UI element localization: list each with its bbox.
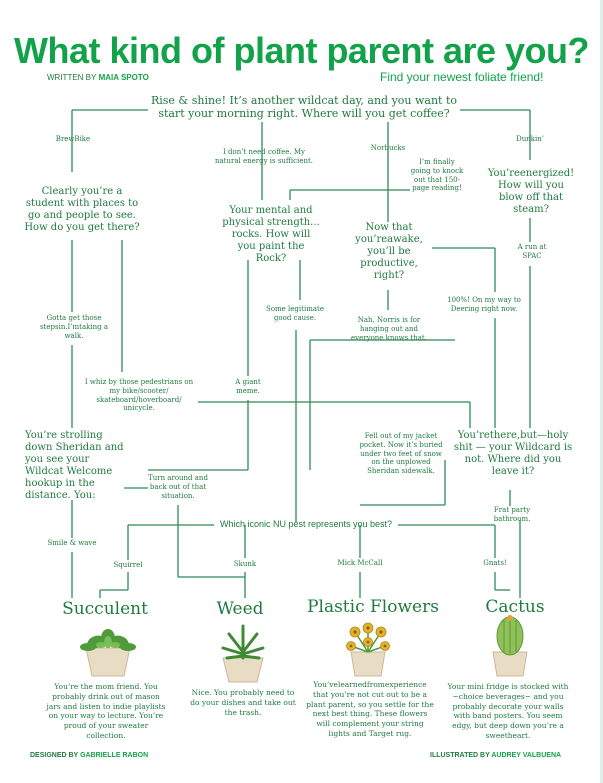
- result-plastic-flowers: Plastic Flowers: [307, 597, 439, 617]
- answer-finally: I’m finally going to knock out that 150-…: [410, 158, 464, 193]
- weed-illustration: [221, 624, 265, 683]
- answer-turn-around: Turn around and back out of that situati…: [148, 474, 208, 500]
- answer-jacket: Fell out of my jacket pocket. Now it’s b…: [359, 432, 443, 475]
- cactus-illustration: [492, 615, 528, 677]
- page-edge: [600, 0, 603, 783]
- question-awake: Now that you’reawake, you’ll be producti…: [355, 222, 423, 281]
- question-mental: Your mental and physical strength... roc…: [222, 205, 320, 264]
- plastic-flowers-illustration: [346, 622, 390, 677]
- written-by-name: MAIA SPOTO: [98, 73, 149, 82]
- result-weed: Weed: [216, 599, 264, 619]
- answer-frat: Frat party bathroom.: [493, 506, 531, 523]
- answer-norris: Nah, Norris is for hanging out and every…: [351, 316, 427, 342]
- pest-skunk: Skunk: [233, 560, 257, 568]
- question-pest: Which iconic NU pest represents you best…: [219, 519, 393, 529]
- desc-plastic-flowers: You’velearnedfromexperience that you’re …: [306, 680, 434, 738]
- answer-meme: A giant meme.: [235, 378, 261, 395]
- illustrated-by: ILLUSTRATED BY AUDREY VALBUENA: [430, 752, 561, 759]
- answer-brewbike: BrewBike: [55, 135, 91, 143]
- succulent-illustration: [80, 629, 136, 677]
- question-sheridan: You’re strolling down Sheridan and you s…: [25, 430, 124, 501]
- tagline: Find your newest foliate friend!: [380, 70, 544, 84]
- desc-succulent: You’re the mom friend. You probably drin…: [46, 682, 166, 740]
- answer-norbucks: Norbucks: [370, 144, 406, 152]
- answer-whiz: I whiz by those pedestrians on my bike/s…: [84, 378, 194, 413]
- answer-good-cause: Some legitimate good cause.: [266, 305, 324, 322]
- desc-cactus: Your mini fridge is stocked with ~choice…: [447, 682, 569, 740]
- answer-dunkin: Dunkin’: [516, 135, 544, 143]
- pest-mick: Mick McCall: [337, 559, 383, 567]
- illustrated-by-label: ILLUSTRATED BY: [430, 752, 490, 759]
- question-student: Clearly you’re a student with places to …: [24, 186, 140, 233]
- pest-squirrel: Squirrel: [113, 561, 143, 569]
- designed-by-name: GABRIELLE RABON: [80, 752, 149, 759]
- answer-no-coffee: I don’t need coffee. My natural energy i…: [214, 148, 313, 165]
- designed-by: DESIGNED BY GABRIELLE RABON: [30, 752, 148, 759]
- pest-gnats: Gnats!: [483, 559, 507, 567]
- result-succulent: Succulent: [62, 599, 148, 619]
- question-wildcard: You’rethere,but—holy shit — your Wildcar…: [453, 430, 573, 477]
- answer-smile: Smile & wave: [47, 539, 97, 547]
- answer-steps: Gotta get those stepsin.I’mtaking a walk…: [39, 314, 109, 340]
- answer-spac: A run at SPAC: [517, 243, 547, 260]
- question-reenergized: You’reenergized! How will you blow off t…: [487, 168, 575, 215]
- question-start: Rise & shine! It’s another wildcat day, …: [150, 94, 458, 121]
- written-by: WRITTEN BY MAIA SPOTO: [47, 73, 149, 82]
- desc-weed: Nice. You probably need to do your dishe…: [190, 688, 296, 717]
- result-cactus: Cactus: [485, 597, 545, 617]
- page-title: What kind of plant parent are you?: [13, 30, 590, 71]
- answer-deering: 100%! On my way to Deering right now.: [447, 296, 521, 313]
- illustrated-by-name: AUDREY VALBUENA: [491, 752, 562, 759]
- designed-by-label: DESIGNED BY: [30, 752, 79, 759]
- written-by-label: WRITTEN BY: [47, 73, 97, 82]
